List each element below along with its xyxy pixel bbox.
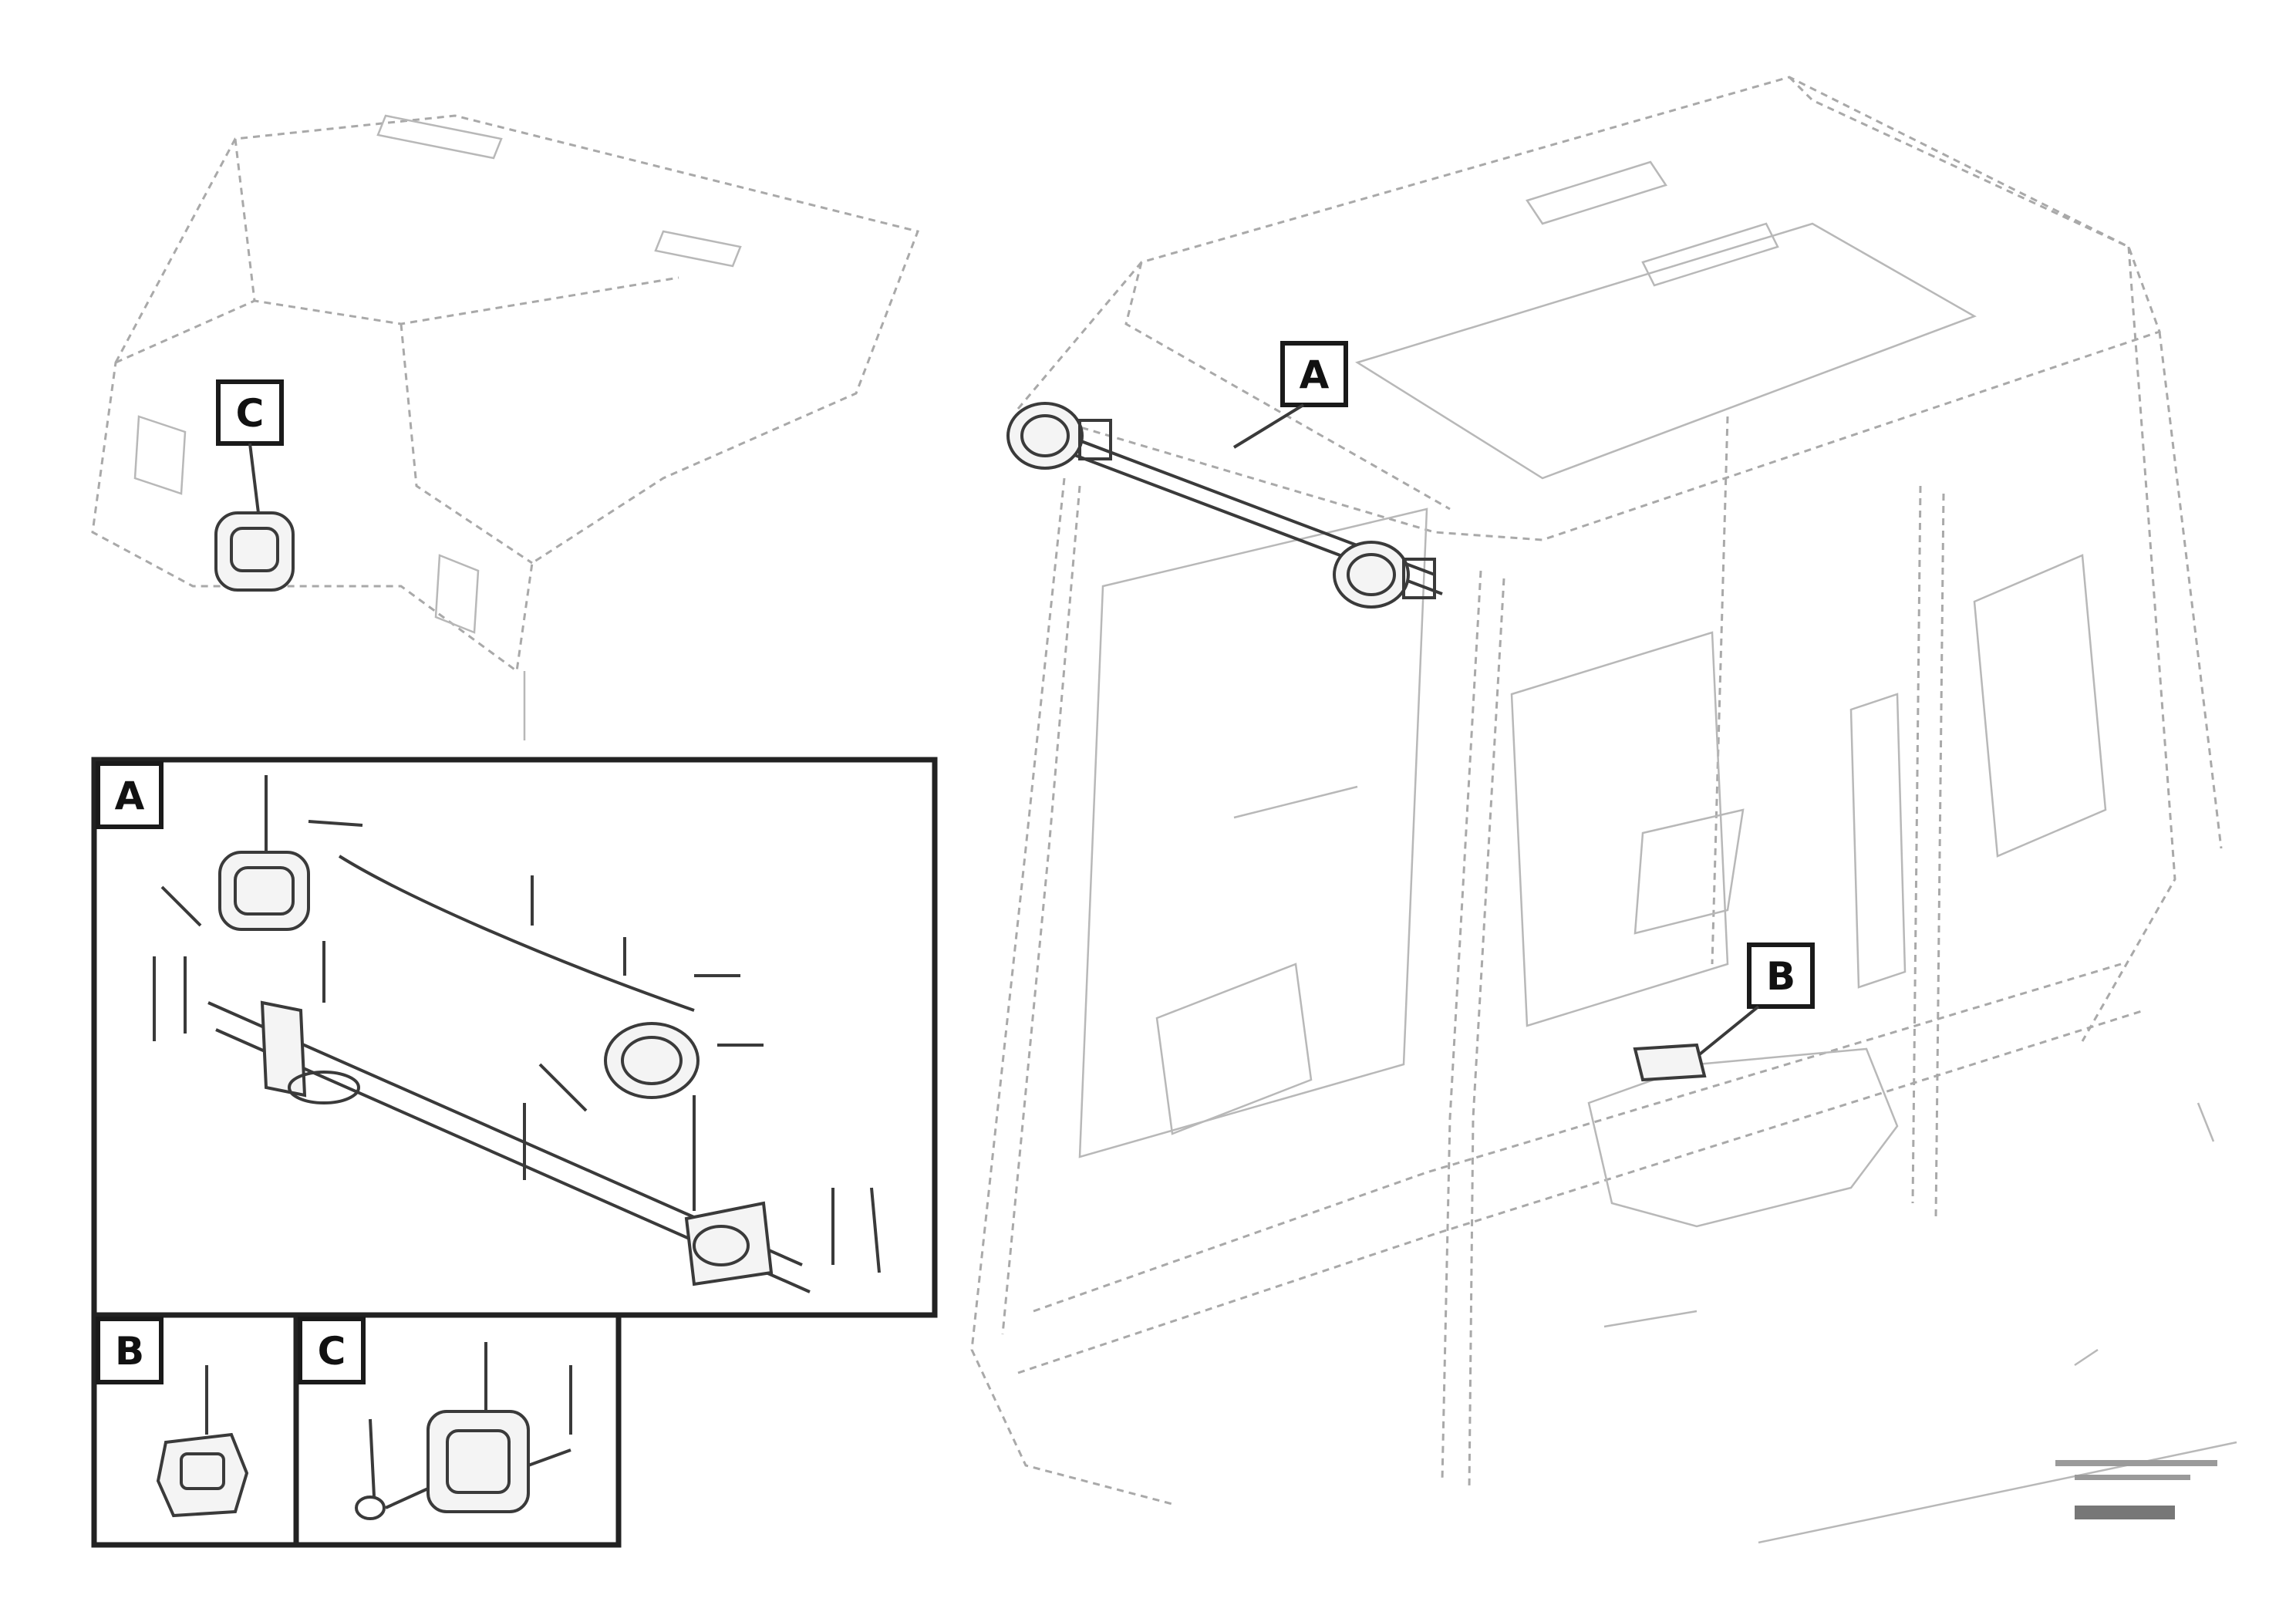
- interior-lamp: [1633, 1043, 1707, 1082]
- detail-panel-c: C: [293, 1312, 622, 1548]
- detail-panel-a-title: A: [115, 774, 145, 818]
- callout-c[interactable]: C: [216, 379, 284, 514]
- front-work-lights: [1006, 402, 1443, 609]
- detail-panel-c-title: C: [318, 1329, 346, 1374]
- callout-b[interactable]: B: [1695, 943, 1815, 1058]
- work-lamp-rear: [214, 511, 295, 592]
- detail-panel-b-title: B: [115, 1329, 144, 1374]
- rear-cab-body-illustration: [91, 114, 920, 740]
- callout-a-label: A: [1300, 352, 1330, 397]
- detail-panel-a: A: [91, 757, 938, 1318]
- operator-cab-illustration: [970, 76, 2237, 1544]
- callout-a[interactable]: A: [1232, 341, 1348, 449]
- drawing-reference-block: [2055, 1460, 2217, 1519]
- callout-b-label: B: [1766, 954, 1795, 999]
- detail-panel-b: B: [91, 1312, 299, 1548]
- callout-c-label: C: [236, 391, 265, 436]
